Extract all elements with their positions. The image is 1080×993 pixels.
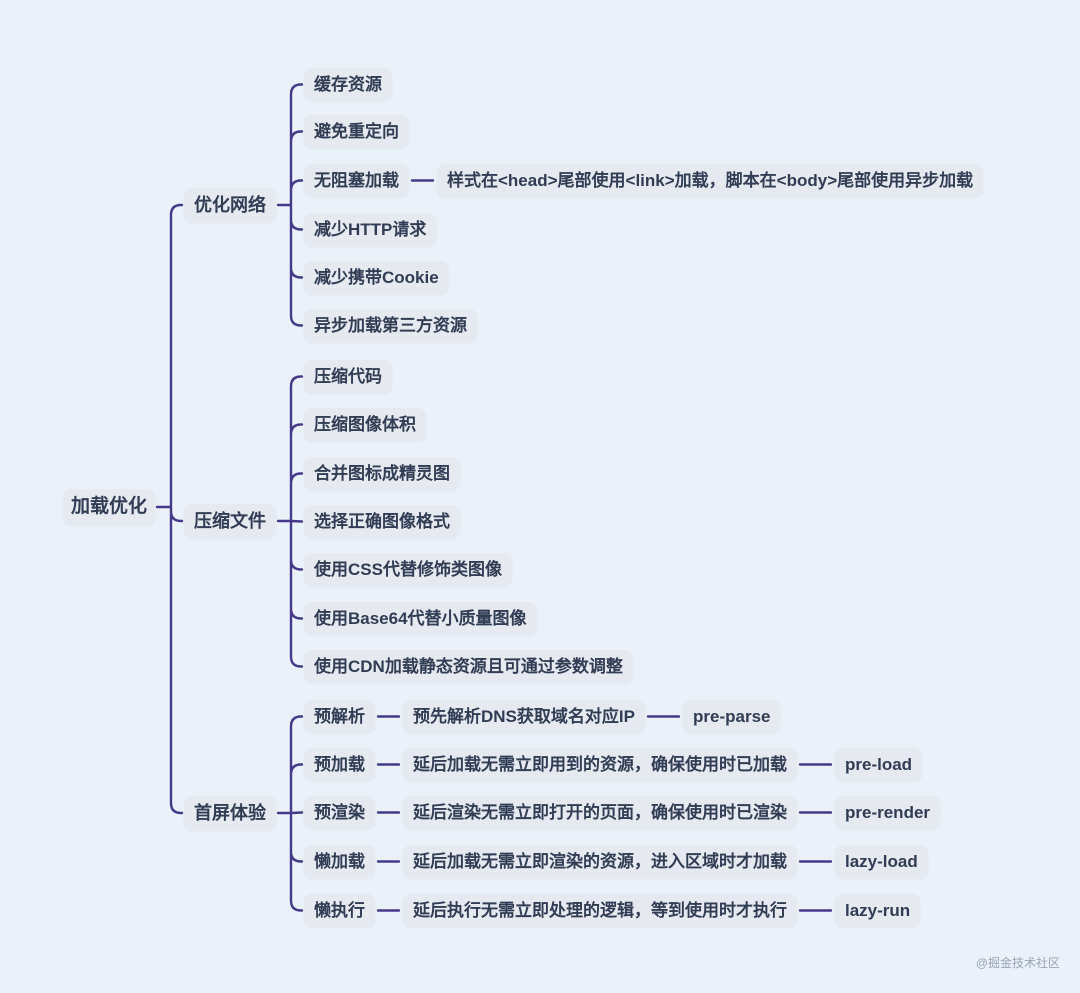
note-lazy-run: 延后执行无需立即处理的逻辑，等到使用时才执行	[403, 894, 797, 927]
tag-pre-parse: pre-parse	[683, 700, 781, 733]
branch-compress-files: 压缩文件	[184, 504, 276, 538]
node-compress-code: 压缩代码	[304, 360, 392, 393]
node-async-third-party-resources: 异步加载第三方资源	[304, 309, 477, 342]
node-compress-image-size: 压缩图像体积	[304, 408, 426, 441]
node-lazy-load: 懒加载	[304, 845, 375, 878]
root-node-loading-optimization: 加载优化	[63, 489, 156, 525]
tag-pre-render: pre-render	[835, 796, 941, 829]
node-reduce-cookie: 减少携带Cookie	[304, 261, 449, 294]
node-pre-parse: 预解析	[304, 700, 375, 733]
note-lazy-load: 延后加载无需立即渲染的资源，进入区域时才加载	[403, 845, 797, 878]
branch-first-screen-experience: 首屏体验	[184, 796, 276, 830]
node-merge-icons-into-sprite: 合并图标成精灵图	[304, 457, 460, 490]
node-base64-for-small-images: 使用Base64代替小质量图像	[304, 602, 537, 635]
branch-optimize-network: 优化网络	[184, 188, 276, 222]
note-non-blocking-load: 样式在<head>尾部使用<link>加载，脚本在<body>尾部使用异步加载	[437, 164, 984, 197]
watermark: @掘金技术社区	[975, 956, 1060, 970]
node-cdn-static-resources: 使用CDN加载静态资源且可通过参数调整	[304, 650, 633, 683]
tag-pre-load: pre-load	[835, 748, 923, 781]
tag-lazy-run: lazy-run	[835, 894, 921, 927]
node-pre-render: 预渲染	[304, 796, 375, 829]
note-pre-render: 延后渲染无需立即打开的页面，确保使用时已渲染	[403, 796, 797, 829]
node-reduce-http-requests: 减少HTTP请求	[304, 213, 437, 246]
note-pre-parse: 预先解析DNS获取域名对应IP	[403, 700, 645, 733]
node-pre-load: 预加载	[304, 748, 375, 781]
node-cache-resources: 缓存资源	[304, 68, 392, 101]
node-non-blocking-load: 无阻塞加载	[304, 164, 409, 197]
node-choose-correct-image-format: 选择正确图像格式	[304, 505, 460, 538]
tag-lazy-load: lazy-load	[835, 845, 928, 878]
node-css-instead-of-decorative-images: 使用CSS代替修饰类图像	[304, 553, 512, 586]
node-lazy-run: 懒执行	[304, 894, 375, 927]
node-avoid-redirect: 避免重定向	[304, 115, 409, 148]
note-pre-load: 延后加载无需立即用到的资源，确保使用时已加载	[403, 748, 797, 781]
